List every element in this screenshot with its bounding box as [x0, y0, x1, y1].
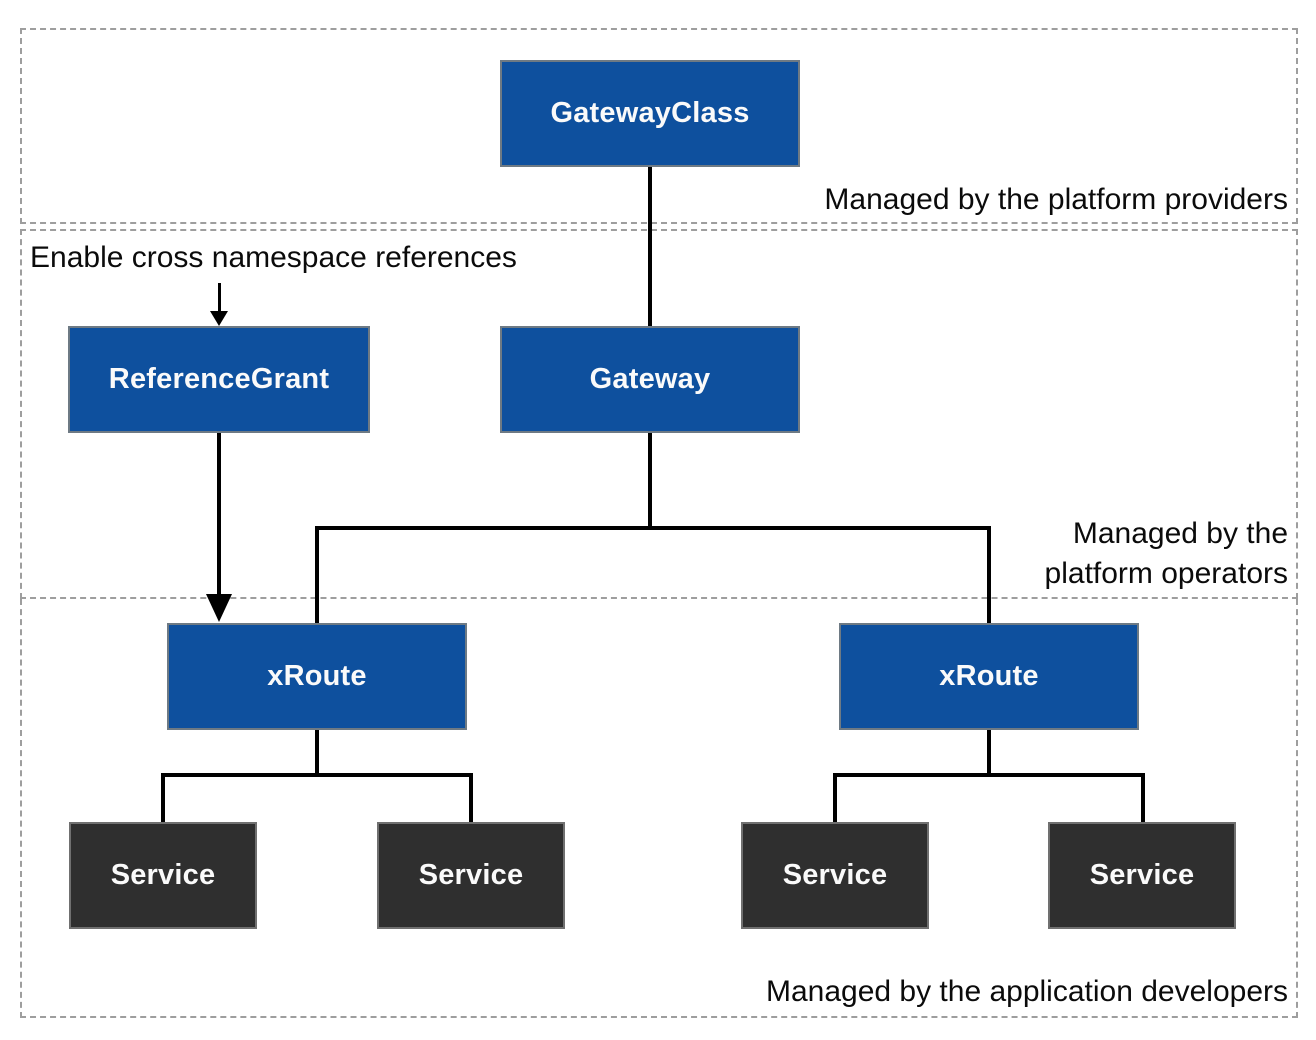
xroute-left-box: xRoute [167, 623, 467, 730]
managed-by-developers-label: Managed by the application developers [765, 975, 1288, 1008]
connector-gateway-stem [648, 433, 652, 528]
service-label: Service [418, 859, 524, 891]
xroute-left-label: xRoute [267, 660, 367, 692]
connector-left-horizontal [161, 773, 473, 777]
connector-xroute-right-stem [987, 730, 991, 775]
xroute-right-label: xRoute [939, 660, 1039, 692]
gateway-box: Gateway [500, 326, 800, 433]
connector-right-horizontal [833, 773, 1145, 777]
service-label: Service [110, 859, 216, 891]
connector-xroute-left-stem [315, 730, 319, 775]
connector-to-service-1 [161, 773, 165, 822]
connector-to-service-4 [1141, 773, 1145, 822]
connector-to-xroute-left [315, 526, 319, 623]
connector-to-service-2 [469, 773, 473, 822]
section-application-developers [20, 599, 1298, 1018]
connector-to-service-3 [833, 773, 837, 822]
xroute-right-box: xRoute [839, 623, 1139, 730]
referencegrant-box: ReferenceGrant [68, 326, 370, 433]
service-label: Service [782, 859, 888, 891]
service-label: Service [1089, 859, 1195, 891]
gatewayclass-box: GatewayClass [500, 60, 800, 167]
service-box: Service [377, 822, 565, 929]
service-box: Service [741, 822, 929, 929]
service-box: Service [1048, 822, 1236, 929]
section-platform-providers [20, 28, 1298, 224]
gateway-label: Gateway [589, 363, 711, 395]
section-platform-operators [20, 229, 1298, 599]
note-arrow-stem [218, 283, 221, 311]
enable-cross-namespace-note: Enable cross namespace references [30, 241, 517, 274]
connector-gatewayclass-gateway [648, 167, 652, 326]
connector-to-xroute-right [987, 526, 991, 623]
connector-gateway-horizontal [315, 526, 991, 530]
managed-by-operators-label: Managed by the platform operators [1044, 517, 1288, 590]
gatewayclass-label: GatewayClass [550, 97, 750, 129]
note-arrow-head-icon [210, 311, 228, 326]
managed-by-providers-label: Managed by the platform providers [824, 183, 1288, 216]
grant-arrow-stem [217, 433, 221, 594]
service-box: Service [69, 822, 257, 929]
referencegrant-label: ReferenceGrant [108, 363, 330, 395]
grant-arrow-head-icon [206, 594, 232, 622]
